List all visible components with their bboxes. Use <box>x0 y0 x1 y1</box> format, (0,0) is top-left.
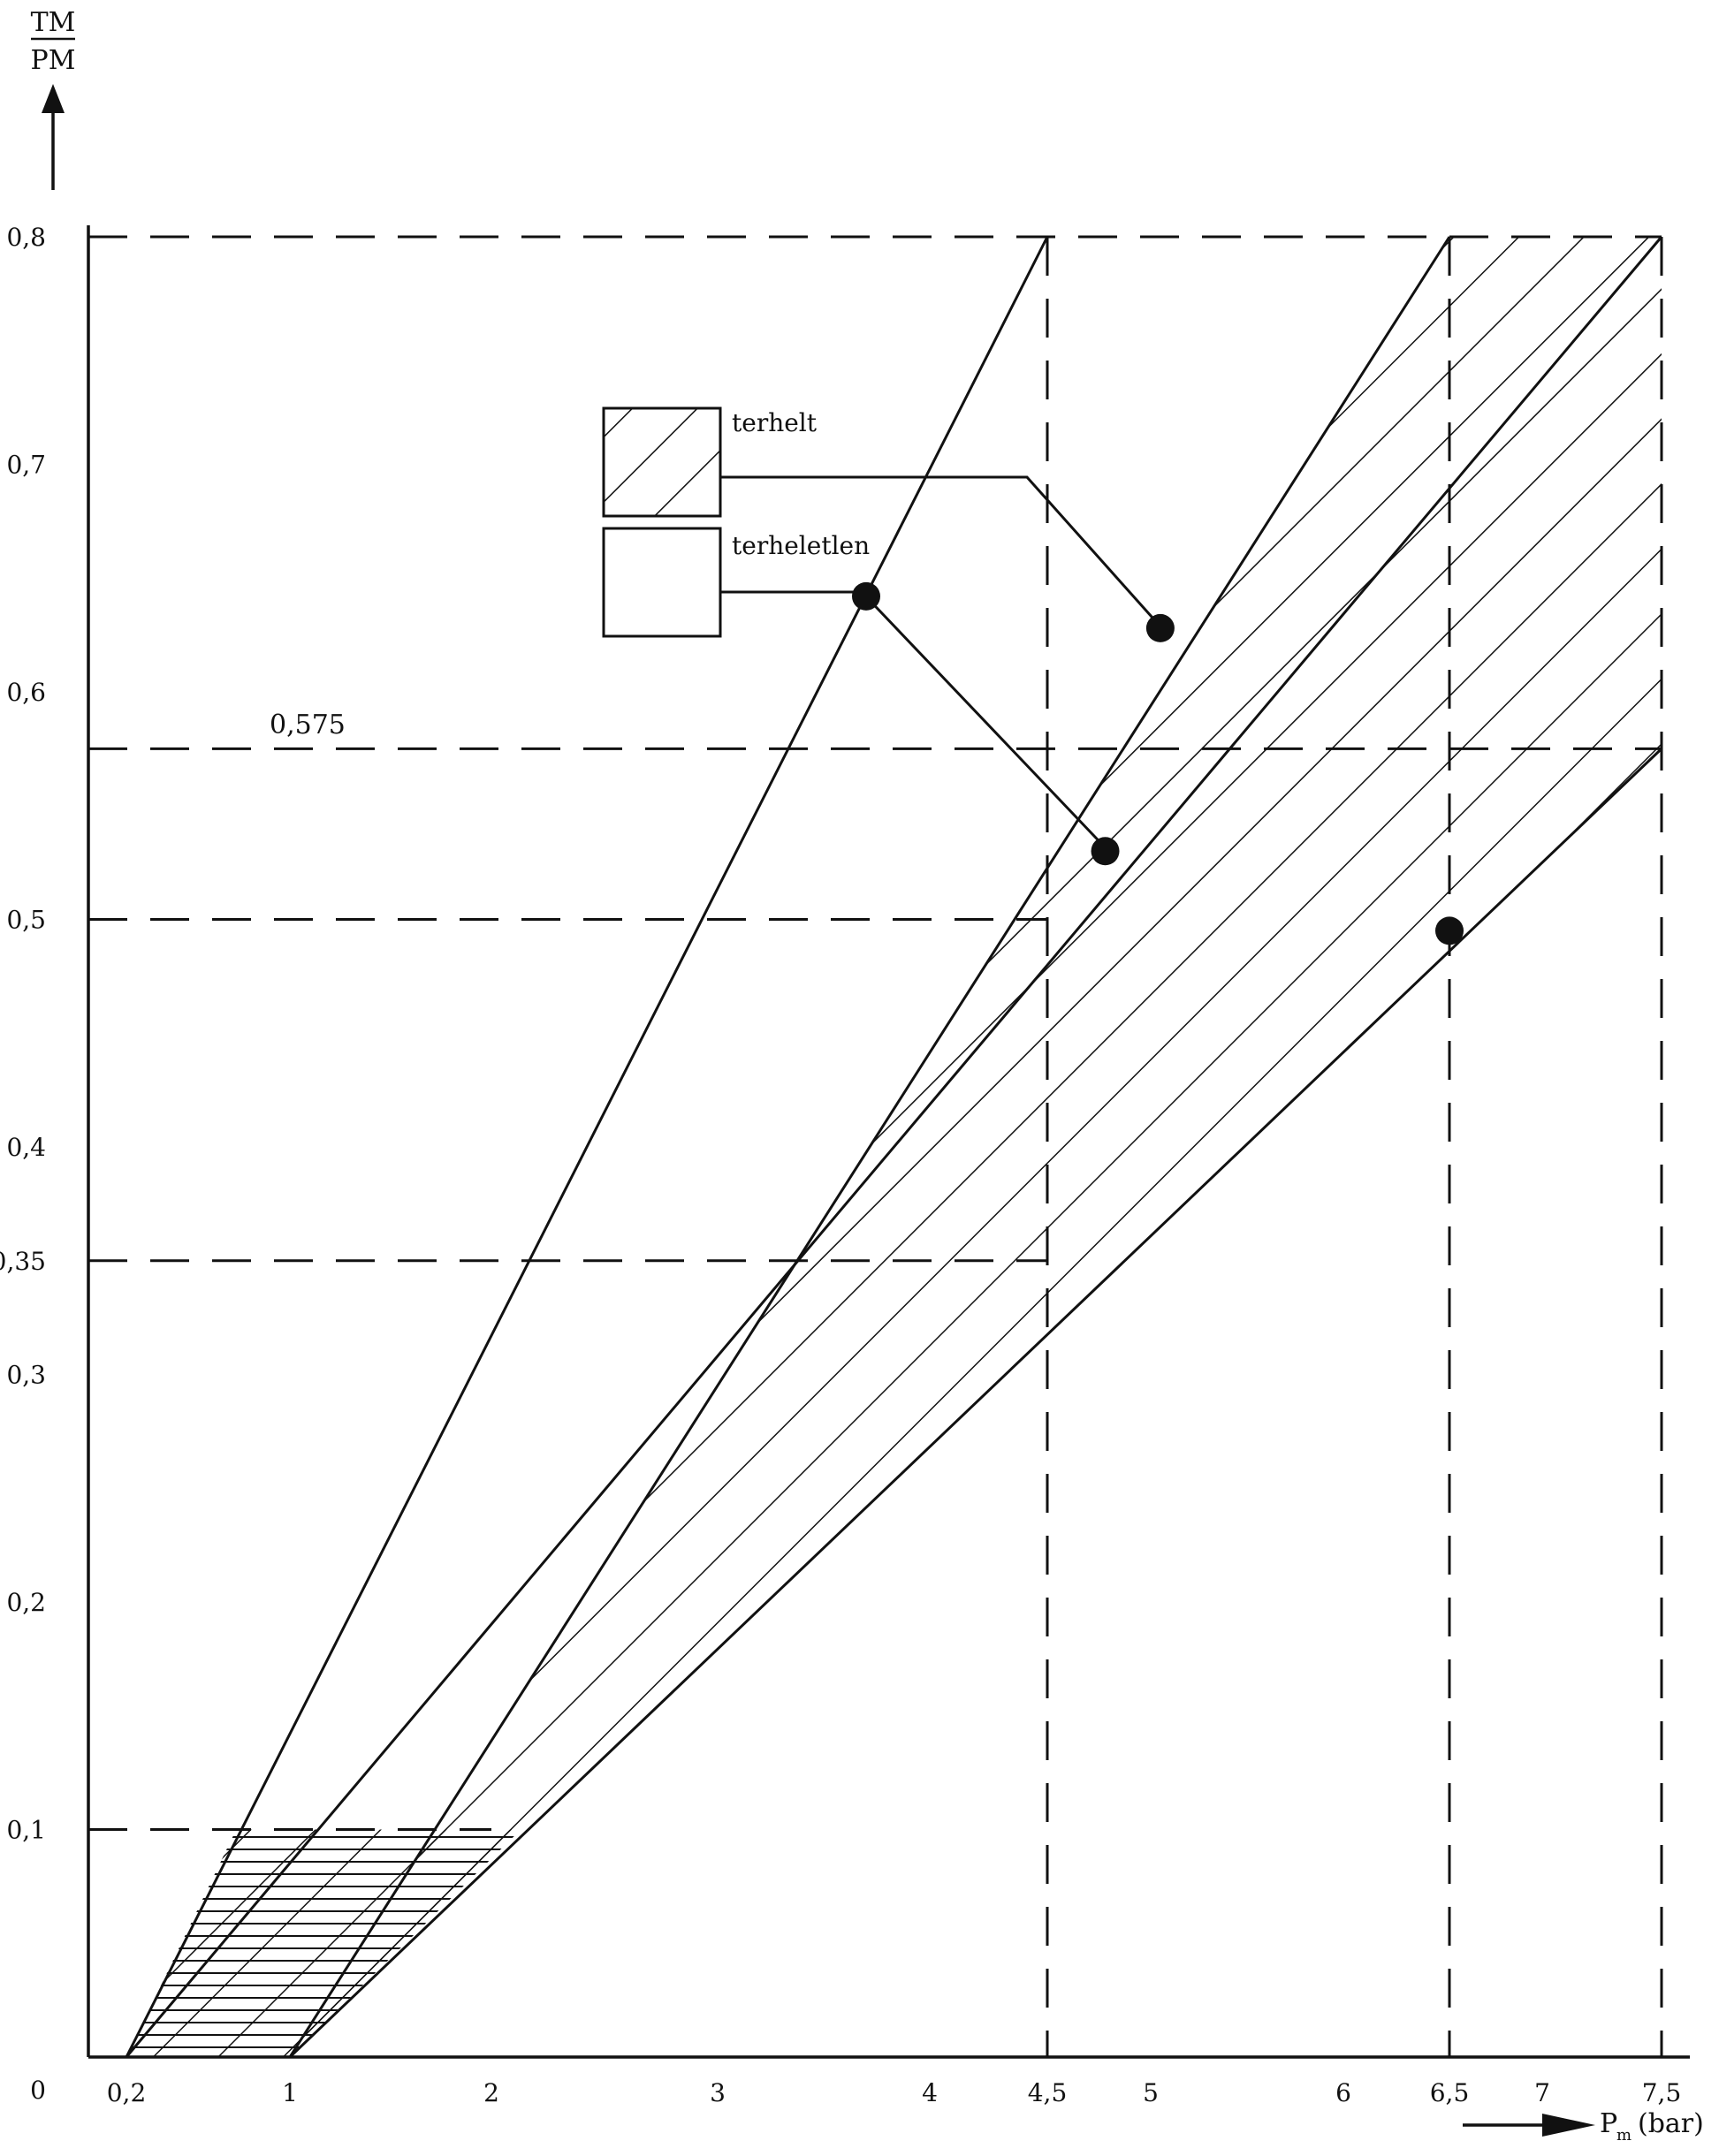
legend-swatch-unloaded <box>602 527 722 638</box>
legend-swatch-loaded <box>602 406 722 518</box>
x-tick-7: 7 <box>1534 2078 1550 2107</box>
x-tick-labels: 0,2 1 2 3 4 4,5 5 6 6,5 7 7,5 <box>107 2078 1682 2107</box>
line-middle <box>125 236 1663 2058</box>
guide-lines-group <box>88 235 1663 2057</box>
x-tick-5: 5 <box>1143 2078 1159 2107</box>
x-title-subscript: m <box>1616 2126 1632 2145</box>
legend-leader-loaded <box>720 475 1161 626</box>
x-tick-3: 3 <box>710 2078 726 2107</box>
unloaded-low-point <box>1435 916 1464 945</box>
y-tick-0,35: 0,35 <box>0 1247 46 1276</box>
line-shaded-lower <box>288 748 1663 2059</box>
y-tick-0,4: 0,4 <box>6 1133 46 1162</box>
origin-label: 0 <box>30 2076 46 2105</box>
data-points-group <box>852 581 1464 945</box>
x-title-unit: (bar) <box>1638 2108 1704 2139</box>
shaded-region-group <box>126 237 1662 2057</box>
y-tick-0,5: 0,5 <box>6 906 46 935</box>
x-tick-4,5: 4,5 <box>1028 2078 1068 2107</box>
x-tick-6,5: 6,5 <box>1430 2078 1470 2107</box>
loaded-point <box>1145 613 1175 642</box>
y-tick-0,2: 0,2 <box>6 1588 46 1617</box>
y-title-denominator: PM <box>31 45 76 76</box>
x-tick-7,5: 7,5 <box>1642 2078 1682 2107</box>
annotation-0575: 0,575 <box>270 710 346 740</box>
y-tick-0,3: 0,3 <box>6 1361 46 1390</box>
y-tick-0,6: 0,6 <box>6 678 46 707</box>
y-tick-0,1: 0,1 <box>6 1816 46 1845</box>
unloaded-point <box>852 581 880 611</box>
legend: terhelt terheletlen <box>602 406 1161 854</box>
x-tick-1: 1 <box>282 2078 298 2107</box>
x-tick-6: 6 <box>1335 2078 1351 2107</box>
x-title-main: P <box>1600 2108 1617 2139</box>
line-steep <box>125 236 1049 2058</box>
x-tick-2: 2 <box>483 2078 499 2107</box>
shaded-band-loaded <box>290 237 1662 2057</box>
line-shaded-upper <box>288 236 1451 2058</box>
legend-label-unloaded: terheletlen <box>732 531 870 560</box>
y-tick-labels: 0,1 0,2 0,3 0,35 0,4 0,5 0,6 0,7 0,8 <box>0 223 46 1845</box>
series-lines-group <box>125 236 1663 2059</box>
legend-leader-unloaded <box>720 590 1112 854</box>
x-axis-arrowhead <box>1542 2114 1595 2137</box>
y-tick-0,7: 0,7 <box>6 451 46 480</box>
axes-group <box>42 84 1690 2137</box>
x-tick-4: 4 <box>922 2078 938 2107</box>
y-tick-0,8: 0,8 <box>6 223 46 252</box>
legend-label-loaded: terhelt <box>732 408 818 437</box>
y-title-numerator: TM <box>31 7 76 38</box>
y-axis-arrowhead <box>42 84 65 113</box>
shaded-region-small-overlay <box>126 1829 521 2057</box>
loaded-low-point <box>1091 837 1120 866</box>
x-tick-0,2: 0,2 <box>107 2078 147 2107</box>
